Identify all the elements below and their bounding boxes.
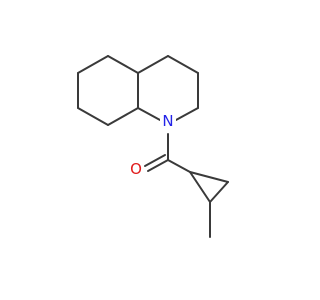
bond-c4-c3 [167,55,199,74]
methylcyclopropyl-group [189,171,229,238]
atom-labels: N O [128,112,176,178]
nitrogen-label: N [162,112,173,130]
structure-diagram: N O [77,55,229,238]
bond-c4a-c5 [107,55,139,74]
bond-c5-c6 [77,55,109,74]
amide-group [144,133,191,173]
bond-n1-c8a [137,107,161,121]
bond-cp1-cp2 [189,171,229,183]
piperidine-ring [137,55,199,121]
bond-c2-n1 [175,107,199,121]
bond-cp2-cp3 [209,181,229,203]
bond-c8-c8a [107,107,139,126]
bond-c7-c8 [77,107,109,126]
molecule-svg: N O [77,55,229,238]
bond-carbonyl-o-1 [147,159,169,172]
bond-carbonyl-cyclopropyl [167,159,191,173]
cyclohexane-ring [77,55,139,126]
bond-carbonyl-o-2 [144,154,166,167]
bond-cp3-cp1 [189,171,211,203]
oxygen-label: O [130,160,142,178]
bond-c4a-c4 [137,55,169,74]
